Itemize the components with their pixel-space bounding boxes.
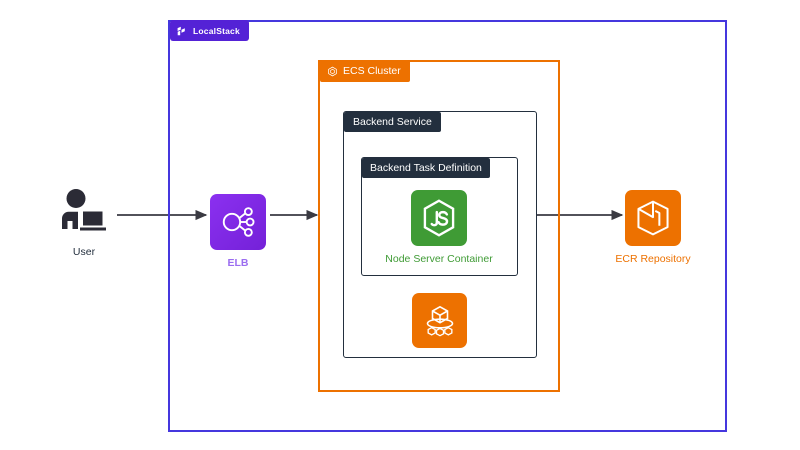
localstack-badge: LocalStack [170,20,249,41]
elastic-load-balancer-icon[interactable] [210,194,266,250]
ecs-cluster-label: ECS Cluster [343,65,401,77]
localstack-container [168,20,727,432]
localstack-logo-icon [176,25,188,37]
ecs-cluster-container [318,60,560,392]
elb-label: ELB [227,257,249,269]
ecs-task-container-icon[interactable] [412,293,467,348]
backend-service-label: Backend Service [353,116,432,128]
ecr-repository-label: ECR Repository [615,253,691,265]
backend-service-container [343,111,537,358]
localstack-label: LocalStack [193,25,240,36]
task-definition-badge: Backend Task Definition [362,158,490,178]
ecr-repository-node[interactable]: ECR Repository [615,190,691,265]
node-server-container-label: Node Server Container [385,253,493,265]
ecs-cluster-badge: ECS Cluster [320,60,410,82]
task-definition-container [361,157,518,276]
elb-node[interactable]: ELB [210,194,266,269]
user-label: User [72,246,96,258]
user-at-laptop-icon [52,186,116,238]
nodejs-hexagon-js-icon[interactable] [411,190,467,246]
ecr-repository-cube-icon[interactable] [625,190,681,246]
ecs-cluster-hexagon-icon [327,66,338,77]
backend-service-badge: Backend Service [344,112,441,132]
user-node[interactable]: User [52,186,116,258]
task-definition-label: Backend Task Definition [370,162,482,174]
node-server-container-node[interactable]: Node Server Container [385,190,493,265]
